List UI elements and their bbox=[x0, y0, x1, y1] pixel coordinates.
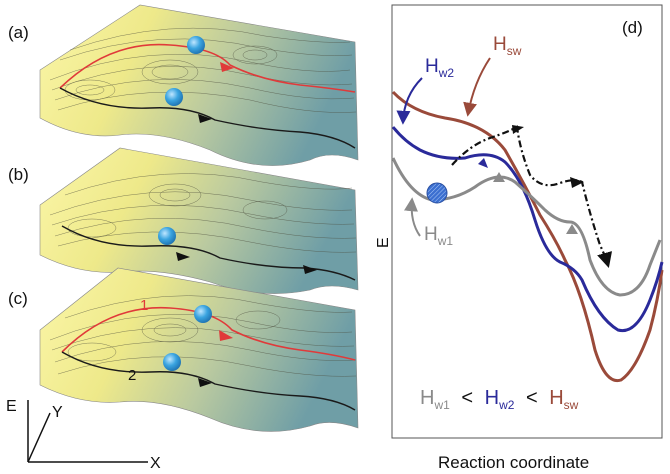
arrow-red-c bbox=[219, 330, 233, 341]
ineq-hsw-sub: sw bbox=[564, 398, 579, 412]
barrier-marker-hw1-2 bbox=[566, 224, 578, 234]
panel-a: (a) bbox=[8, 4, 359, 166]
axis-y-line bbox=[27, 412, 51, 463]
path-red-a bbox=[59, 43, 356, 93]
path-black-c bbox=[61, 351, 356, 411]
ineq-hw2-sub: w2 bbox=[498, 398, 515, 412]
arrow-black-b-2 bbox=[303, 265, 317, 274]
path-red-c bbox=[61, 306, 356, 361]
panel-d: (d) E Reaction coordinate Hw2 Hsw Hw1 Hw… bbox=[375, 4, 664, 472]
contour-lines-c bbox=[49, 295, 357, 377]
callout-arrow-hsw bbox=[463, 57, 491, 117]
dashdot-trajectory bbox=[451, 125, 613, 268]
path-label-1: 1 bbox=[140, 297, 148, 314]
ineq-hw1-sub: w1 bbox=[433, 398, 450, 412]
callout-arrow-hw1 bbox=[404, 197, 421, 237]
ball-b bbox=[158, 227, 176, 245]
barrier-marker-hw2 bbox=[478, 158, 488, 168]
axis-y-label: Y bbox=[52, 404, 63, 421]
energy-axis-label: E bbox=[375, 237, 392, 248]
barrier-marker-hw1-1 bbox=[493, 172, 505, 182]
ball-upper-a bbox=[187, 36, 205, 54]
ineq-hw2-name: H bbox=[485, 387, 499, 409]
reaction-coordinate-label: Reaction coordinate bbox=[438, 453, 589, 472]
label-hw2-name: H bbox=[425, 56, 439, 77]
contour-lines-b bbox=[49, 173, 357, 253]
label-hw1-name: H bbox=[424, 224, 438, 245]
panel-label-b: (b) bbox=[8, 165, 29, 184]
arrow-black-a bbox=[198, 114, 212, 123]
curve-hsw bbox=[391, 90, 664, 383]
energy-surface-b bbox=[39, 147, 359, 294]
axis-x-label: X bbox=[150, 455, 161, 472]
ball-lower-c bbox=[163, 353, 181, 371]
arrow-black-c bbox=[198, 378, 212, 387]
panel-label-a: (a) bbox=[8, 23, 29, 42]
label-hw1: Hw1 bbox=[424, 224, 453, 248]
label-hw1-sub: w1 bbox=[437, 234, 454, 248]
curve-hw1 bbox=[391, 157, 662, 297]
ineq-lt-2: < bbox=[526, 387, 538, 409]
arrow-black-b-1 bbox=[176, 252, 190, 261]
label-hsw: Hsw bbox=[493, 34, 522, 58]
path-black-b bbox=[61, 225, 356, 281]
panel-b: (b) bbox=[8, 147, 359, 294]
arrow-red-a bbox=[220, 62, 234, 72]
dashdot-arrow-2 bbox=[570, 177, 584, 188]
contour-lines-a bbox=[49, 27, 357, 113]
ball-d bbox=[426, 182, 448, 204]
dashdot-arrow-1 bbox=[512, 125, 524, 134]
label-hw2: Hw2 bbox=[425, 56, 454, 80]
inequality-legend: Hw1 < Hw2 < Hsw bbox=[420, 387, 579, 414]
ball-upper-c bbox=[194, 305, 212, 323]
ball-lower-a bbox=[165, 88, 183, 106]
axes-3d bbox=[27, 400, 148, 463]
path-label-2: 2 bbox=[128, 367, 136, 384]
label-hsw-sub: sw bbox=[507, 44, 522, 58]
curve-hw2 bbox=[391, 126, 664, 333]
plot-frame bbox=[391, 4, 663, 439]
ineq-hsw-name: H bbox=[549, 387, 563, 409]
ineq-lt-1: < bbox=[461, 387, 473, 409]
panel-c: 1 2 (c) bbox=[8, 267, 359, 432]
panel-label-d: (d) bbox=[622, 18, 643, 37]
ineq-hw1-name: H bbox=[420, 387, 434, 409]
axis-e-label: E bbox=[6, 398, 17, 415]
path-black-a bbox=[59, 87, 356, 149]
label-hsw-name: H bbox=[493, 34, 507, 55]
energy-surface-a bbox=[39, 4, 359, 166]
label-hw2-sub: w2 bbox=[438, 66, 455, 80]
panel-label-c: (c) bbox=[8, 289, 28, 308]
callout-arrow-hw2 bbox=[396, 77, 423, 125]
energy-surface-c bbox=[39, 267, 359, 432]
